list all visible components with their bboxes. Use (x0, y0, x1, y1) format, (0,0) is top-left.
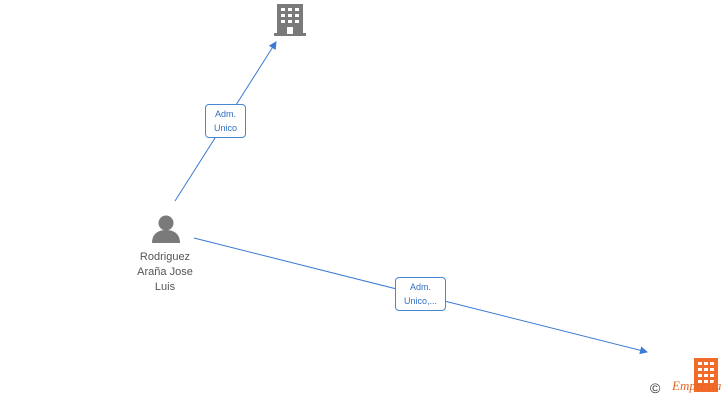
company-bottom-building-icon[interactable] (694, 358, 718, 392)
edge-label-line: Adm. (409, 282, 431, 292)
edge-label-line: Unico (213, 123, 237, 133)
copyright-symbol: © (650, 380, 661, 396)
edge-label-adm-unico[interactable]: Adm. Unico (205, 104, 246, 138)
watermark: © Empresia (650, 354, 728, 400)
person-name-label[interactable]: Rodriguez Araña Jose Luis (120, 250, 210, 295)
person-name-line: Araña Jose (137, 266, 193, 278)
company-top-building-icon[interactable] (274, 4, 306, 36)
person-name-line: Rodriguez (139, 251, 191, 263)
edge-label-line: Adm. (214, 109, 236, 119)
person-name-line: Luis (154, 281, 176, 293)
person-icon[interactable] (152, 215, 180, 244)
edge-label-adm-unico-more[interactable]: Adm. Unico,... (395, 277, 446, 311)
brand-logo-text: Empresia (672, 378, 722, 393)
edge-label-line: Unico,... (403, 296, 437, 306)
